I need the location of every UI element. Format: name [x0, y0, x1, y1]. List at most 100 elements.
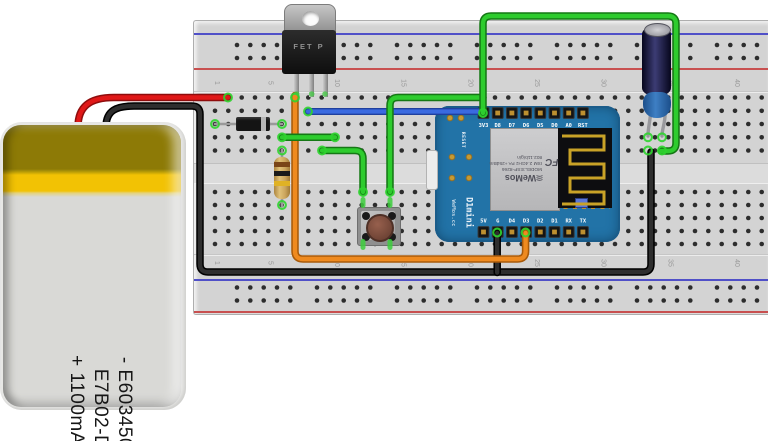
rail-hole	[368, 298, 373, 303]
rail-hole	[514, 285, 520, 290]
electrolytic-capacitor[interactable]	[642, 26, 671, 96]
rail-hole	[714, 298, 720, 303]
rail-hole	[341, 285, 347, 290]
connection-ring	[643, 145, 653, 156]
column-number: 5	[266, 81, 273, 85]
rail-hole	[274, 42, 280, 48]
rail-hole	[234, 55, 240, 61]
column-number: 5	[266, 261, 273, 265]
breadboard-hole	[692, 202, 698, 208]
breadboard-hole	[426, 241, 431, 247]
breadboard-hole	[666, 241, 671, 247]
rail-hole	[354, 42, 360, 48]
breadboard-hole	[599, 95, 604, 100]
resistor[interactable]	[274, 157, 290, 199]
breadboard-hole	[612, 241, 618, 247]
breadboard-hole	[239, 135, 244, 140]
breadboard-hole	[532, 95, 538, 100]
column-number: 30	[600, 259, 607, 267]
breadboard-hole	[759, 121, 764, 127]
breadboard-hole	[266, 202, 271, 208]
rail-hole	[648, 298, 653, 303]
button-leg-stubs	[360, 197, 393, 250]
column-number: 15	[400, 259, 407, 267]
rail-hole	[568, 298, 573, 303]
rail-hole	[581, 55, 586, 61]
battery-label-line1: - E603450 7B20	[114, 356, 135, 441]
breadboard-hole	[746, 189, 751, 195]
breadboard-hole	[306, 215, 311, 221]
wire-orange-d3[interactable]	[291, 91, 530, 263]
breadboard-hole	[212, 135, 218, 140]
breadboard-hole	[279, 108, 285, 114]
breadboard-hole	[679, 108, 684, 114]
breadboard-hole	[759, 148, 764, 153]
wemos-pin-label: D7	[509, 123, 516, 129]
breadboard-hole	[746, 95, 751, 100]
breadboard-hole	[666, 135, 671, 140]
wire-battery-positive[interactable]	[74, 93, 232, 131]
rail-hole	[634, 298, 640, 303]
breadboard-hole	[212, 108, 218, 114]
rail-hole	[594, 285, 600, 290]
breadboard-hole	[679, 215, 684, 221]
breadboard-hole	[372, 95, 378, 100]
connection-rings	[210, 91, 667, 238]
mosfet[interactable]: FET P	[282, 4, 336, 100]
rail-hole	[514, 55, 520, 61]
breadboard-hole	[626, 95, 631, 100]
wire-green-button-3v3[interactable]	[386, 93, 487, 196]
breadboard-hole	[666, 121, 671, 127]
breadboard-hole	[639, 241, 644, 247]
column-number: 25	[533, 79, 540, 87]
rail-hole	[688, 42, 693, 48]
rail-hole	[261, 42, 267, 48]
rail-hole	[714, 42, 720, 48]
breadboard-hole	[746, 121, 751, 127]
breadboard-hole	[679, 135, 684, 140]
breadboard-hole	[426, 202, 431, 208]
rail-hole	[434, 55, 440, 61]
push-button-cap[interactable]	[366, 214, 394, 242]
reset-button[interactable]	[426, 150, 438, 190]
breadboard-hole	[399, 121, 405, 127]
breadboard-hole	[346, 95, 351, 100]
resistor-band-brown	[274, 162, 290, 167]
breadboard-hole	[572, 95, 578, 100]
wire-green-fet-button[interactable]	[318, 146, 367, 196]
rail-hole	[408, 298, 413, 303]
rail-hole	[608, 42, 613, 48]
breadboard-hole	[599, 241, 604, 247]
breadboard-hole	[239, 148, 244, 153]
rail-hole	[341, 42, 347, 48]
rail-hole	[741, 298, 746, 303]
wemos-pin-label: D1	[551, 219, 558, 225]
wire-green-3v3-capacitor[interactable]	[479, 12, 680, 155]
breadboard-hole	[719, 108, 724, 114]
diode[interactable]	[236, 117, 270, 131]
breadboard-hole	[732, 189, 738, 195]
rail-hole	[501, 55, 507, 61]
wemos-pin-label: D0	[551, 123, 558, 129]
breadboard-hole	[252, 95, 258, 100]
column-number: 1	[213, 261, 220, 265]
breadboard-hole	[626, 241, 631, 247]
breadboard-hole	[319, 241, 325, 247]
breadboard-hole	[546, 241, 551, 247]
breadboard-hole	[266, 215, 271, 221]
rail-hole	[421, 298, 427, 303]
lipo-battery[interactable]: - E603450 7B20 E7B02-D60-1 + 1100mAh 3.7…	[0, 122, 186, 441]
breadboard-hole	[212, 148, 218, 153]
rail-hole	[274, 298, 280, 303]
breadboard-hole	[226, 135, 231, 140]
breadboard-hole	[612, 95, 618, 100]
breadboard-hole	[226, 148, 231, 153]
breadboard-hole	[506, 95, 511, 100]
wire-battery-negative[interactable]	[102, 102, 655, 276]
rail-hole	[528, 42, 533, 48]
breadboard-hole	[279, 228, 285, 234]
breadboard-hole	[692, 121, 698, 127]
breadboard-hole	[212, 189, 218, 195]
rail-hole	[634, 42, 640, 48]
